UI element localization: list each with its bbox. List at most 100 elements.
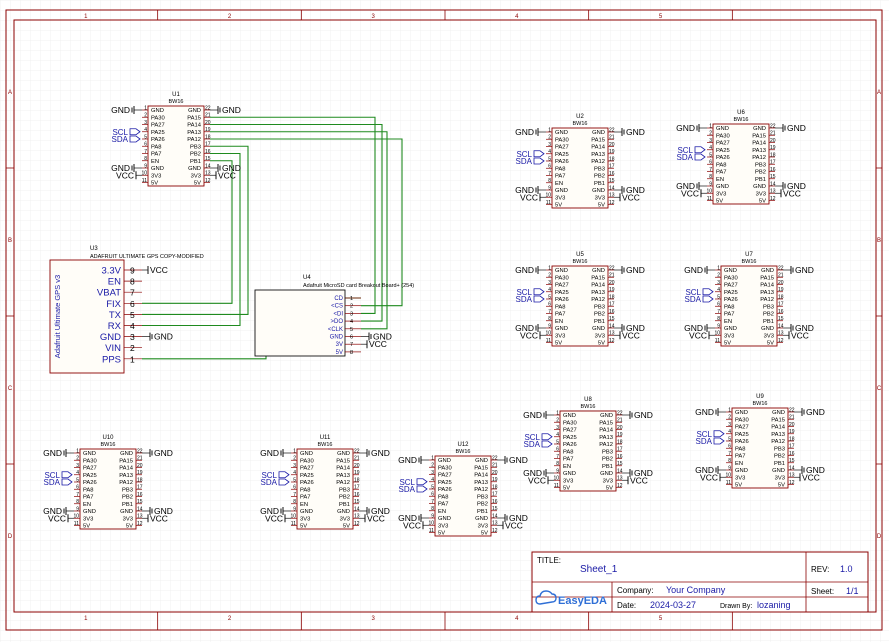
pin-number: 20 [778,280,784,286]
pin-name: PA13 [336,473,350,479]
gnd-net-label: GND [787,181,806,191]
pin-name: EN [555,319,563,325]
gps-pin-name: EN [108,277,121,288]
pin-number: 6 [556,447,559,453]
pin-name: 5V [724,341,731,347]
pin-name: GND [438,516,451,522]
pin-number: 4 [144,127,147,133]
pin-number: 1 [431,455,434,461]
gnd-net-label: GND [626,127,645,137]
pin-number: 12 [205,178,211,184]
frame-row-label: B [877,238,881,244]
pin-number: 5 [548,156,551,162]
frame-col-label: 3 [371,14,375,20]
pin-number: 5 [728,436,731,442]
gnd-net-label: GND [222,163,241,173]
pin-number: 9 [144,163,147,169]
pin-number: 16 [617,454,623,460]
module-part: BW16 [169,99,184,105]
module-ref: U12 [457,442,469,448]
pin-name: PA27 [716,141,730,147]
pin-number: 15 [609,178,615,184]
pin-name: GND [555,130,568,136]
frame-row-label: D [877,534,882,540]
pin-name: PA7 [735,454,746,460]
sda-net-label: SDA [112,135,129,144]
pin-number: 18 [609,156,615,162]
pin-number: 11 [142,178,147,184]
gnd-net-label: GND [154,448,173,458]
gnd-net-label: GND [373,332,392,342]
pin-number: 16 [492,499,498,505]
pin-number: 7 [717,309,720,315]
gnd-net-label: GND [515,265,534,275]
pin-number: 2 [709,131,712,137]
pin-name: PA25 [555,290,569,296]
pin-number: 8 [548,178,551,184]
pin-name: PA7 [563,457,574,463]
scl-net-label: SCL [44,471,60,480]
vcc-net-label: VCC [622,330,640,340]
pin-name: PA30 [563,420,577,426]
pin-number: 5 [431,484,434,490]
pin-name: PA7 [724,312,735,318]
gnd-net-label: GND [260,506,279,516]
frame-row-label: B [8,238,12,244]
pin-name: PA15 [591,275,605,281]
pin-name: PA30 [555,275,569,281]
pin-number: 13 [137,514,143,520]
pin-name: PB3 [190,144,201,150]
module-ref: U7 [745,252,753,258]
vcc-net-label: VCC [505,520,523,530]
pin-name: PB1 [594,181,605,187]
pin-name: PA15 [591,137,605,143]
sda-net-label: SDA [696,437,713,446]
pin-name: 3V3 [764,333,774,339]
module-part: BW16 [573,121,588,127]
pin-name: PA25 [555,152,569,158]
pin-number: 12 [789,480,795,486]
pin-number: 22 [137,448,143,454]
pin-number: 17 [617,447,623,453]
pin-name: GND [724,268,737,274]
pin-name: GND [600,471,613,477]
pin-number: 8 [76,499,79,505]
pin-number: 8 [709,174,712,180]
pin-number: 3 [548,142,551,148]
sda-net-label: SDA [685,295,702,304]
pin-name: PB2 [594,312,605,318]
frame-col-label: 5 [659,14,663,20]
easyeda-logo: EasyEDA [535,590,607,607]
pin-name: GND [555,326,568,332]
gps-pin-number: 3 [130,332,135,342]
pin-name: 3V3 [191,173,201,179]
pin-number: 1 [76,448,79,454]
scl-net-label: SCL [399,478,415,487]
pin-name: PB2 [602,457,613,463]
pin-name: PA26 [735,439,749,445]
sd-pin-name: 5V [336,350,343,356]
pin-name: PB2 [477,502,488,508]
pin-name: EN [716,177,724,183]
gnd-net-label: GND [626,185,645,195]
pin-name: PA27 [735,425,749,431]
pin-name: PA25 [438,480,452,486]
pin-number: 7 [548,171,551,177]
gps-pin-name: FIX [106,299,121,310]
module-body [731,407,789,489]
net-wire [210,123,383,322]
frame-col-label: 3 [371,616,375,622]
